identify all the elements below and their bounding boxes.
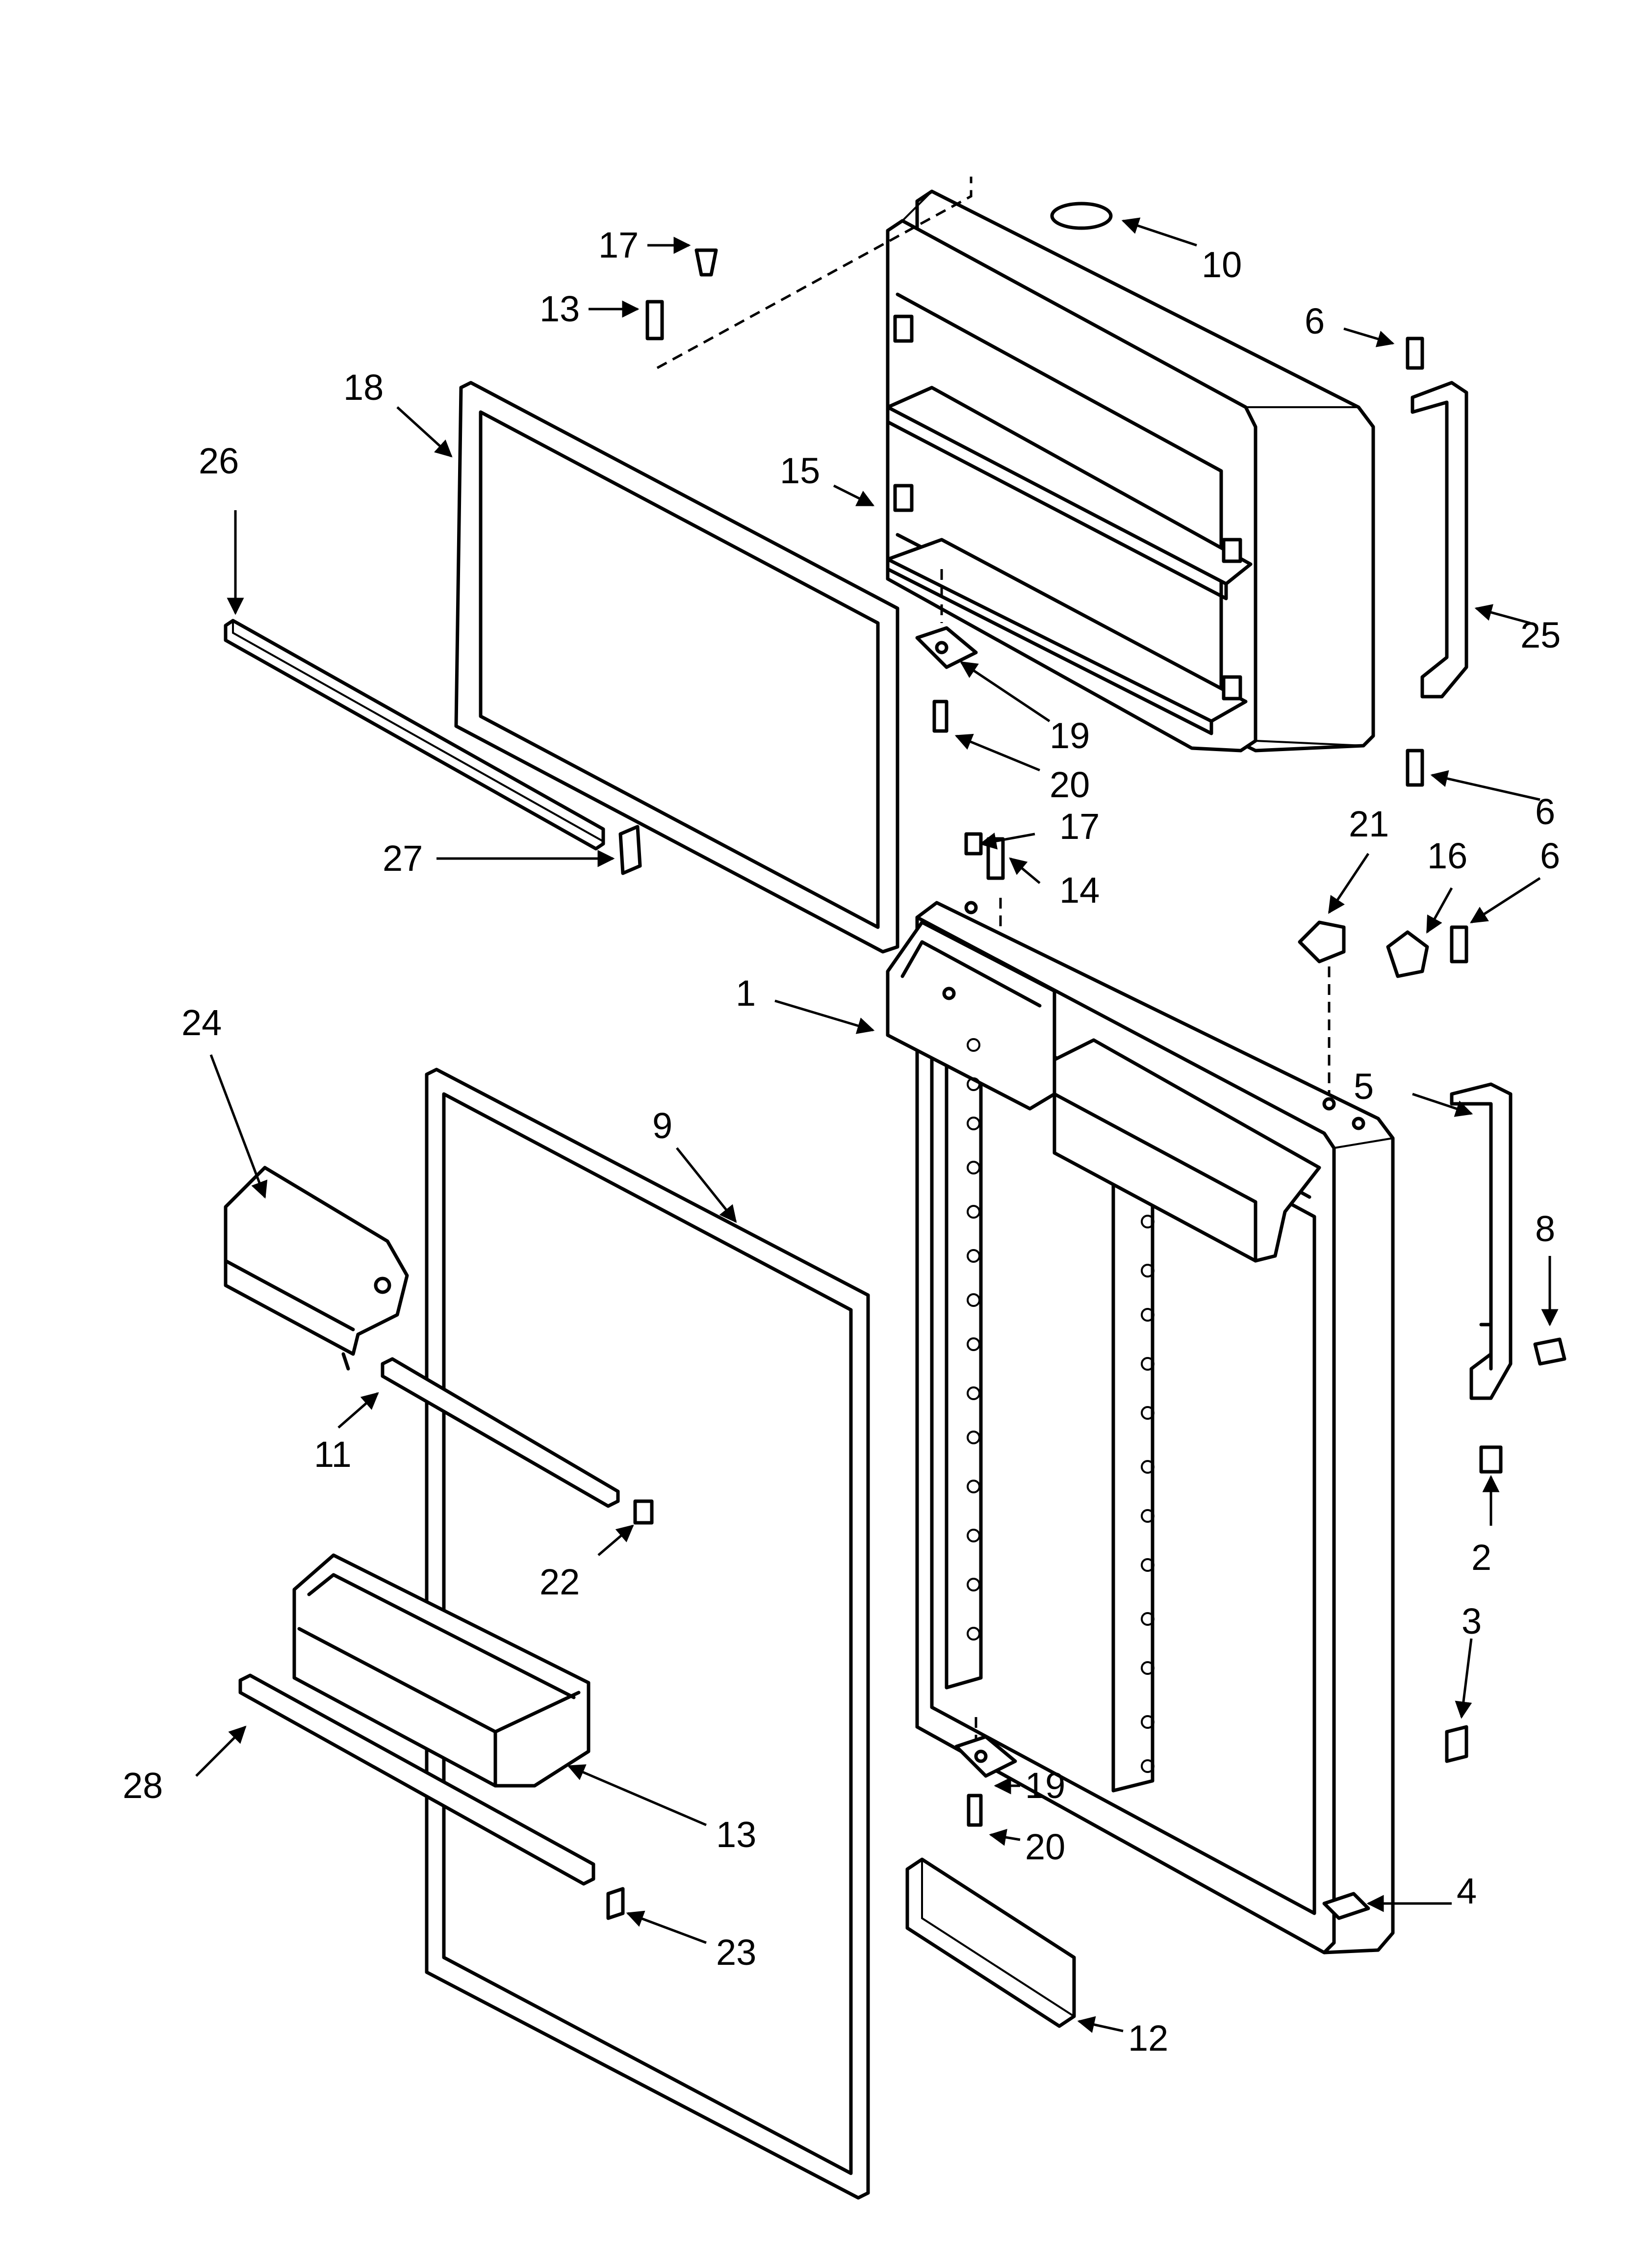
callout-11: 12 <box>1128 2018 1168 2059</box>
door-end-cap <box>633 1499 654 1525</box>
leader-lines <box>195 217 1559 2033</box>
callout-18: 18 <box>343 367 384 408</box>
callout-4: 4 <box>1457 1871 1477 1911</box>
callout-25: 25 <box>1520 615 1561 655</box>
shelf-end-cap <box>618 825 642 875</box>
fresh-food-door-liner <box>886 898 1395 1955</box>
lower-end-cap <box>606 1887 625 1920</box>
callout-3: 3 <box>1462 1601 1482 1642</box>
freezer-door-liner <box>656 177 1375 753</box>
callout-19-upper: 19 <box>1050 715 1090 756</box>
callout-6-mid: 6 <box>1535 791 1555 832</box>
fresh-food-door-gasket <box>425 1068 870 2200</box>
callout-23: 23 <box>716 1932 756 1973</box>
door-stop-bracket-upper <box>915 626 978 669</box>
callout-5: 5 <box>1354 1066 1374 1107</box>
callout-16: 16 <box>1427 835 1467 876</box>
lower-shelf-bar <box>238 1673 595 1886</box>
freezer-door-gasket <box>454 381 899 954</box>
callout-6-top: 6 <box>1305 301 1325 341</box>
callout-2: 2 <box>1471 1537 1491 1578</box>
freezer-shelf-bar <box>224 619 605 851</box>
callout-19-lower: 19 <box>1025 1765 1065 1806</box>
callout-6-lower: 6 <box>1540 835 1560 876</box>
callout-20-upper: 20 <box>1050 764 1090 805</box>
door-stop-bracket-lower <box>954 1735 1017 1778</box>
callout-13-lower: 14 <box>1059 870 1100 911</box>
callout-1: 1 <box>736 973 756 1014</box>
callout-26: 26 <box>199 441 239 481</box>
door-shelf-bar <box>381 1357 620 1508</box>
callout-14: 13 <box>716 1814 756 1855</box>
callout-24: 24 <box>181 1002 222 1043</box>
callout-22: 22 <box>539 1562 580 1602</box>
callout-17-upper: 17 <box>598 225 639 265</box>
hole-plug <box>1298 920 1346 964</box>
callout-20-lower: 20 <box>1025 1826 1065 1867</box>
door-bin <box>224 1166 409 1371</box>
door-tray <box>292 1553 590 1788</box>
callout-8: 8 <box>1535 1208 1555 1249</box>
callout-9: 9 <box>652 1105 672 1146</box>
handle-trim-pieces <box>1322 1445 1503 1920</box>
callout-21: 21 <box>1349 804 1389 844</box>
hinge-cover <box>1386 930 1429 978</box>
callout-13-upper: 13 <box>539 288 580 329</box>
callout-28: 28 <box>123 1765 163 1806</box>
light-shield <box>905 1857 1076 2028</box>
lower-door-handle <box>1450 1082 1513 1400</box>
callout-12: 11 <box>314 1434 352 1475</box>
callout-17-lower: 17 <box>1059 806 1100 847</box>
upper-door-handle <box>1411 381 1468 699</box>
callout-10: 10 <box>1202 244 1242 285</box>
screws <box>645 248 1566 1827</box>
door-cap <box>1050 202 1113 230</box>
callout-27: 27 <box>383 838 423 879</box>
callout-15: 15 <box>780 450 820 491</box>
